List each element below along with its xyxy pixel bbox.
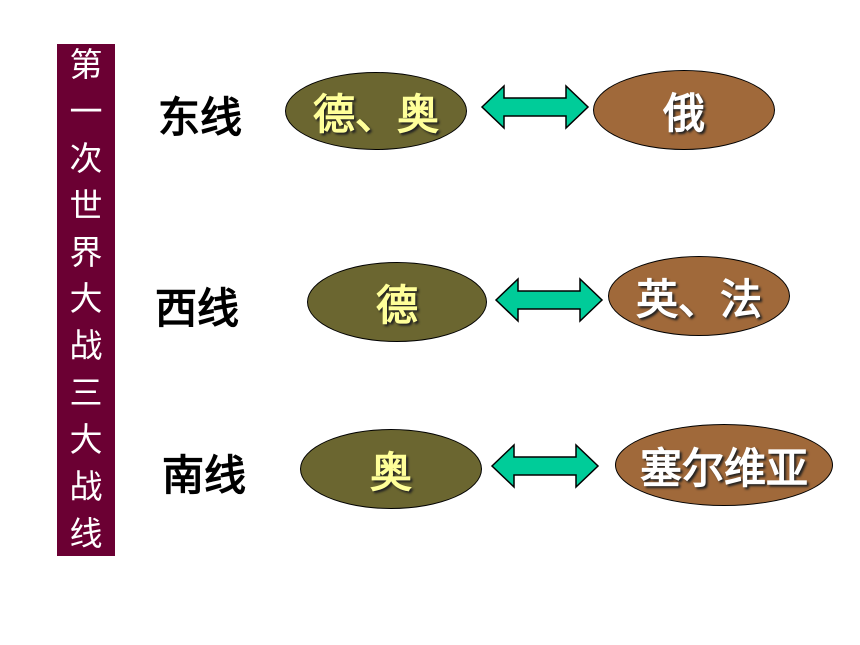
oval-south-left: 奥	[300, 429, 482, 509]
title-char: 大	[69, 420, 103, 460]
title-char: 战	[69, 467, 103, 507]
title-char: 世	[69, 185, 103, 225]
double-arrow-icon	[480, 84, 590, 130]
title-char: 界	[69, 232, 103, 272]
oval-east-right: 俄	[593, 70, 775, 150]
oval-south-right: 塞尔维亚	[615, 424, 833, 506]
oval-west-right: 英、法	[608, 256, 790, 336]
front-label-east: 东线	[158, 93, 243, 142]
title-char: 一	[69, 91, 103, 131]
double-arrow-icon	[494, 277, 604, 323]
title-char: 三	[69, 373, 103, 413]
double-arrow-icon	[490, 443, 600, 489]
front-label-south: 南线	[162, 451, 247, 500]
title-char: 第	[69, 45, 103, 84]
oval-east-left: 德、奥	[285, 72, 467, 150]
title-char: 次	[69, 138, 103, 178]
vertical-title: 第 一 次 世 界 大 战 三 大 战 线	[57, 44, 115, 556]
oval-west-left: 德	[307, 262, 487, 342]
title-char: 战	[69, 326, 103, 366]
title-char: 大	[69, 279, 103, 319]
title-char: 线	[69, 513, 103, 553]
front-label-west: 西线	[155, 284, 240, 333]
